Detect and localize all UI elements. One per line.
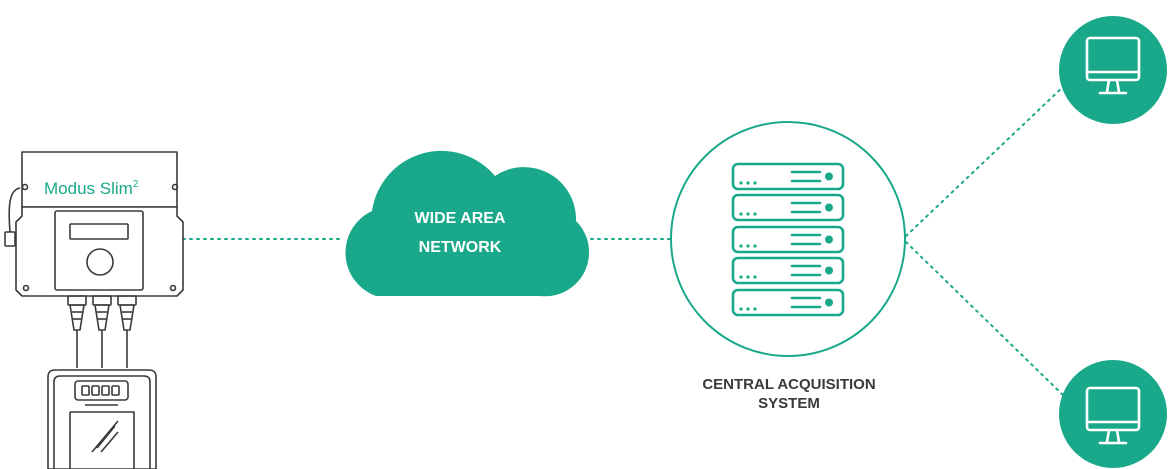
network-label-line1: WIDE AREA [415,210,506,227]
modus-slim-device-icon [4,151,184,368]
server-unit [731,256,845,285]
connector-central-to-monitor-top [905,83,1067,237]
central-label-line1: CENTRAL ACQUISITION [702,376,875,393]
monitor-icon [1059,360,1167,468]
connectors [182,83,1067,399]
connector-central-to-monitor-bottom [905,241,1067,399]
network-label-line2: NETWORK [419,239,502,256]
cloud-icon [345,150,590,297]
server-unit [731,288,845,317]
server-stack-icon [731,162,845,317]
device-name: Modus Slim2 [44,179,139,198]
server-unit [731,225,845,254]
monitor-icon [1059,16,1167,124]
central-label-line2: SYSTEM [758,395,820,412]
server-unit [731,193,845,222]
central-system-circle [670,121,906,357]
electricity-meter-icon [47,369,157,469]
server-unit [731,162,845,191]
